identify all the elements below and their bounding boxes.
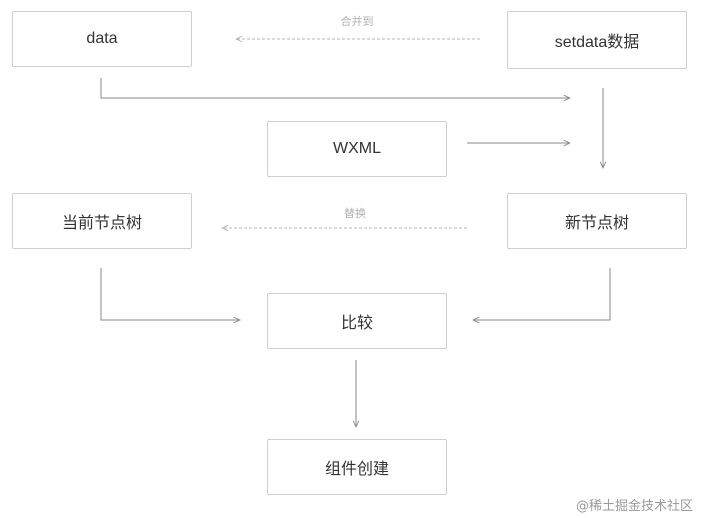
edge-label-replace: 替换 xyxy=(344,208,366,220)
node-current-tree: 当前节点树 xyxy=(12,193,192,249)
edge-new-tree-to-compare xyxy=(473,268,611,320)
edge-data-to-right xyxy=(100,78,570,98)
node-component-create-label: 组件创建 xyxy=(324,461,389,478)
edge-current-tree-to-compare xyxy=(100,268,240,320)
node-data: data xyxy=(12,11,192,67)
node-setdata-label: setdata数据 xyxy=(554,34,640,51)
node-new-tree: 新节点树 xyxy=(507,193,687,249)
node-new-tree-label: 新节点树 xyxy=(564,215,629,232)
watermark: @稀土掘金技术社区 xyxy=(575,499,693,514)
node-wxml: WXML xyxy=(267,121,447,177)
node-component-create: 组件创建 xyxy=(267,439,447,495)
edge-label-merge: 合并到 xyxy=(340,16,374,28)
node-compare-label: 比较 xyxy=(340,315,373,332)
node-setdata: setdata数据 xyxy=(507,11,687,69)
node-current-tree-label: 当前节点树 xyxy=(61,215,142,232)
node-wxml-label: WXML xyxy=(333,140,381,157)
node-data-label: data xyxy=(86,30,118,47)
node-compare: 比较 xyxy=(267,293,447,349)
